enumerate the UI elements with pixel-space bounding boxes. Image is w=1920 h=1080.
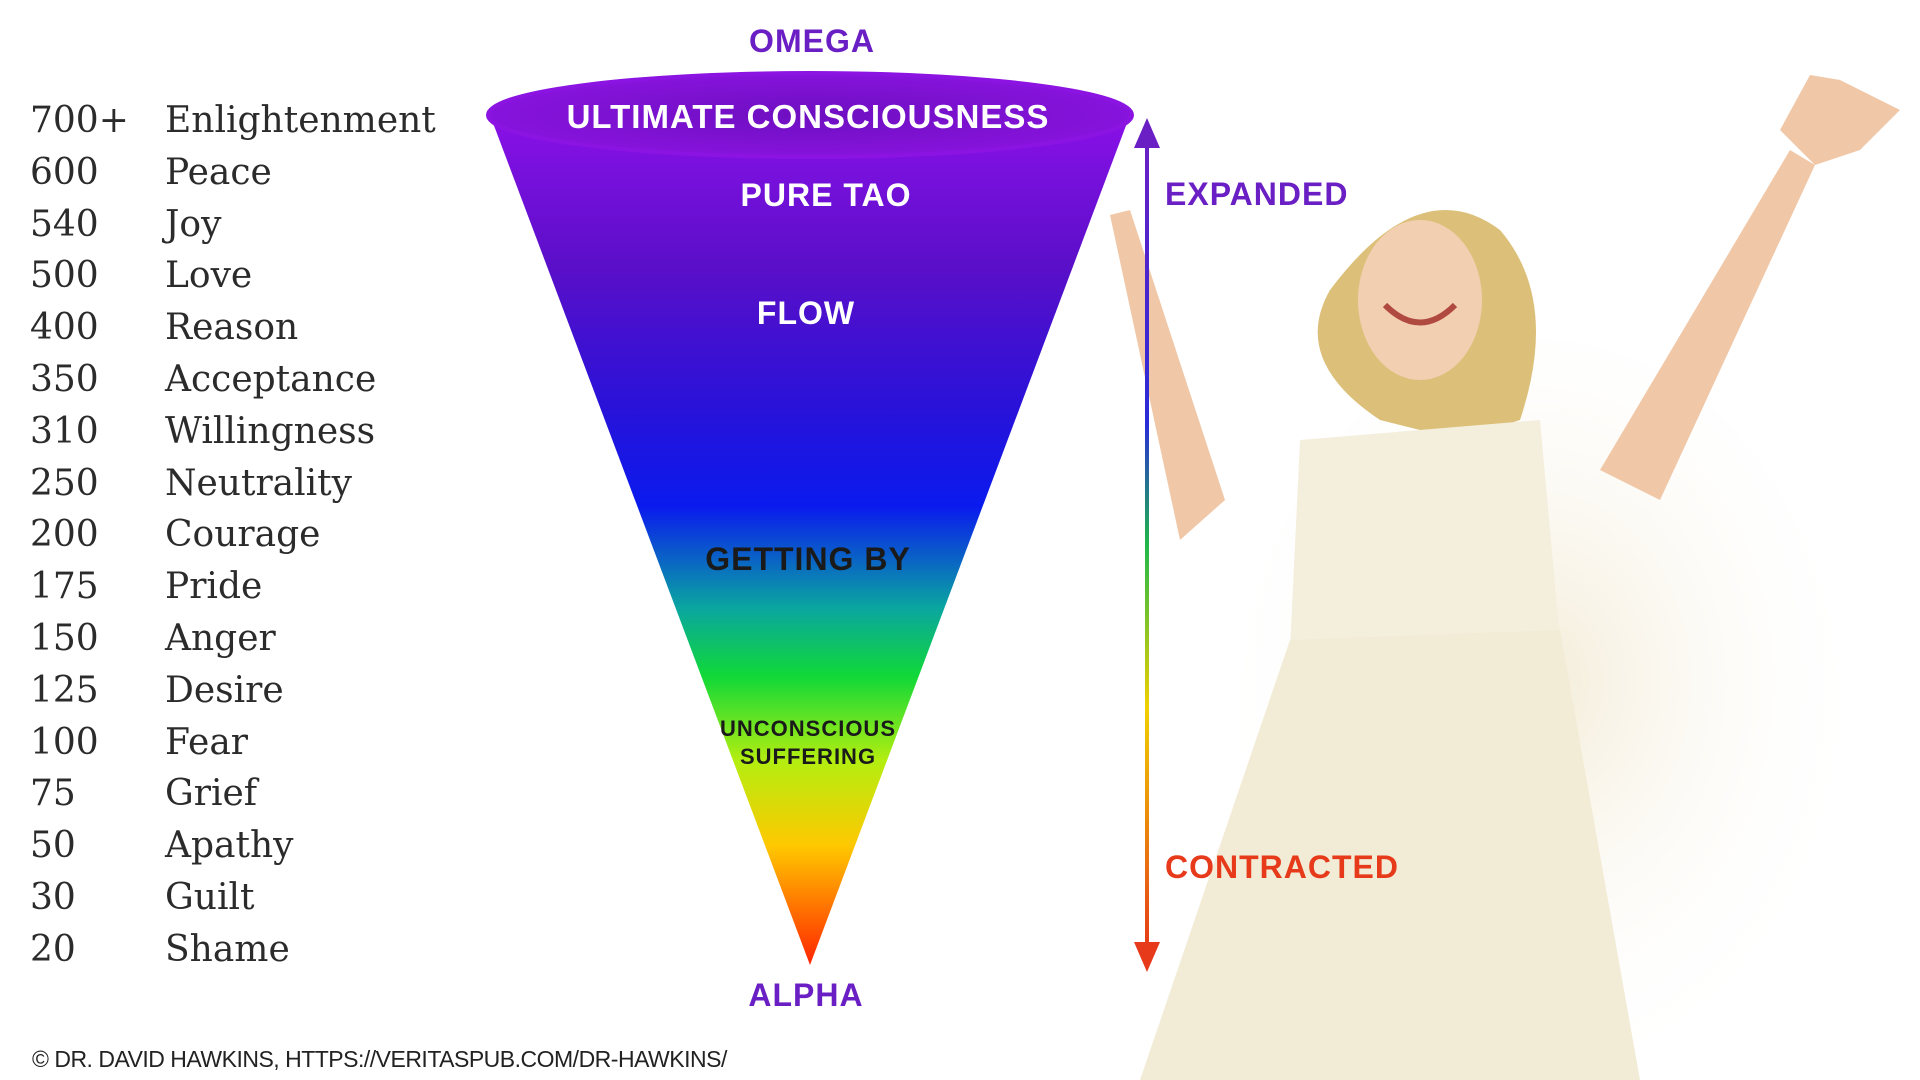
scale-emotion: Fear xyxy=(165,721,248,763)
scale-row: 500 Love xyxy=(30,255,450,307)
scale-level: 200 xyxy=(30,514,99,556)
tier-label-suffering: SUFFERING xyxy=(740,744,876,769)
scale-level: 75 xyxy=(30,773,76,815)
tier-label-getting-by: GETTING BY xyxy=(705,541,911,577)
scale-level: 50 xyxy=(30,825,76,867)
scale-emotion: Neutrality xyxy=(165,462,352,504)
scale-level: 100 xyxy=(30,721,99,763)
scale-row: 310 Willingness xyxy=(30,411,450,463)
copyright-footer: © DR. DAVID HAWKINS, HTTPS://VERITASPUB.… xyxy=(32,1046,727,1072)
scale-emotion: Grief xyxy=(165,773,258,815)
tier-label-flow: FLOW xyxy=(757,295,855,331)
scale-row: 125 Desire xyxy=(30,670,450,722)
contracted-label: CONTRACTED xyxy=(1165,849,1399,885)
scale-row: 200 Courage xyxy=(30,514,450,566)
scale-row: 540 Joy xyxy=(30,204,450,256)
scale-emotion: Anger xyxy=(165,617,276,659)
scale-emotion: Desire xyxy=(165,669,284,711)
scale-level: 400 xyxy=(30,307,99,349)
scale-level: 175 xyxy=(30,566,99,608)
scale-row: 175 Pride xyxy=(30,566,450,618)
scale-row: 350 Acceptance xyxy=(30,359,450,411)
scale-emotion: Enlightenment xyxy=(165,100,436,141)
scale-level: 540 xyxy=(30,203,99,245)
scale-emotion: Acceptance xyxy=(165,358,377,400)
scale-row: 400 Reason xyxy=(30,307,450,359)
scale-emotion: Reason xyxy=(165,307,299,349)
tier-label-unconscious: UNCONSCIOUS xyxy=(720,716,896,741)
scale-row: 600 Peace xyxy=(30,152,450,204)
funnel-rim xyxy=(486,71,1134,159)
scale-row: 100 Fear xyxy=(30,722,450,774)
scale-row: 150 Anger xyxy=(30,618,450,670)
expanded-label: EXPANDED xyxy=(1165,176,1348,212)
scale-emotion: Willingness xyxy=(165,410,376,452)
alpha-label: ALPHA xyxy=(748,977,863,1013)
scale-emotion: Peace xyxy=(165,151,272,193)
tier-label-pure-tao: PURE TAO xyxy=(741,177,912,213)
scale-level: 30 xyxy=(30,876,76,918)
rim-label-ultimate-consciousness: ULTIMATE CONSCIOUSNESS xyxy=(567,98,1050,135)
scale-emotion: Guilt xyxy=(165,876,255,918)
woman-photo-icon xyxy=(1110,75,1900,1080)
scale-row: 20 Shame xyxy=(30,929,450,981)
scale-emotion: Joy xyxy=(165,203,222,245)
scale-emotion: Apathy xyxy=(165,825,294,867)
expanded-contracted-arrow-icon xyxy=(1134,118,1160,972)
scale-level: 500 xyxy=(30,255,99,297)
scale-level: 350 xyxy=(30,358,99,400)
scale-level: 310 xyxy=(30,410,99,452)
scale-row: 700+ Enlightenment xyxy=(30,100,450,152)
omega-label: OMEGA xyxy=(749,23,875,59)
scale-row: 250 Neutrality xyxy=(30,463,450,515)
scale-level: 20 xyxy=(30,928,76,970)
scale-row: 75 Grief xyxy=(30,773,450,825)
scale-row: 30 Guilt xyxy=(30,877,450,929)
scale-level: 600 xyxy=(30,151,99,193)
scale-emotion: Courage xyxy=(165,514,321,556)
scale-emotion: Love xyxy=(165,255,253,297)
scale-row: 50 Apathy xyxy=(30,825,450,877)
scale-emotion: Shame xyxy=(165,928,290,970)
scale-level: 125 xyxy=(30,669,99,711)
consciousness-scale-list: 700+ Enlightenment 600 Peace 540 Joy 500 Love 40… xyxy=(30,100,450,981)
scale-level: 150 xyxy=(30,617,99,659)
scale-emotion: Pride xyxy=(165,566,263,608)
scale-level: 250 xyxy=(30,462,99,504)
scale-level: 700+ xyxy=(30,100,129,141)
consciousness-funnel xyxy=(490,115,1130,965)
